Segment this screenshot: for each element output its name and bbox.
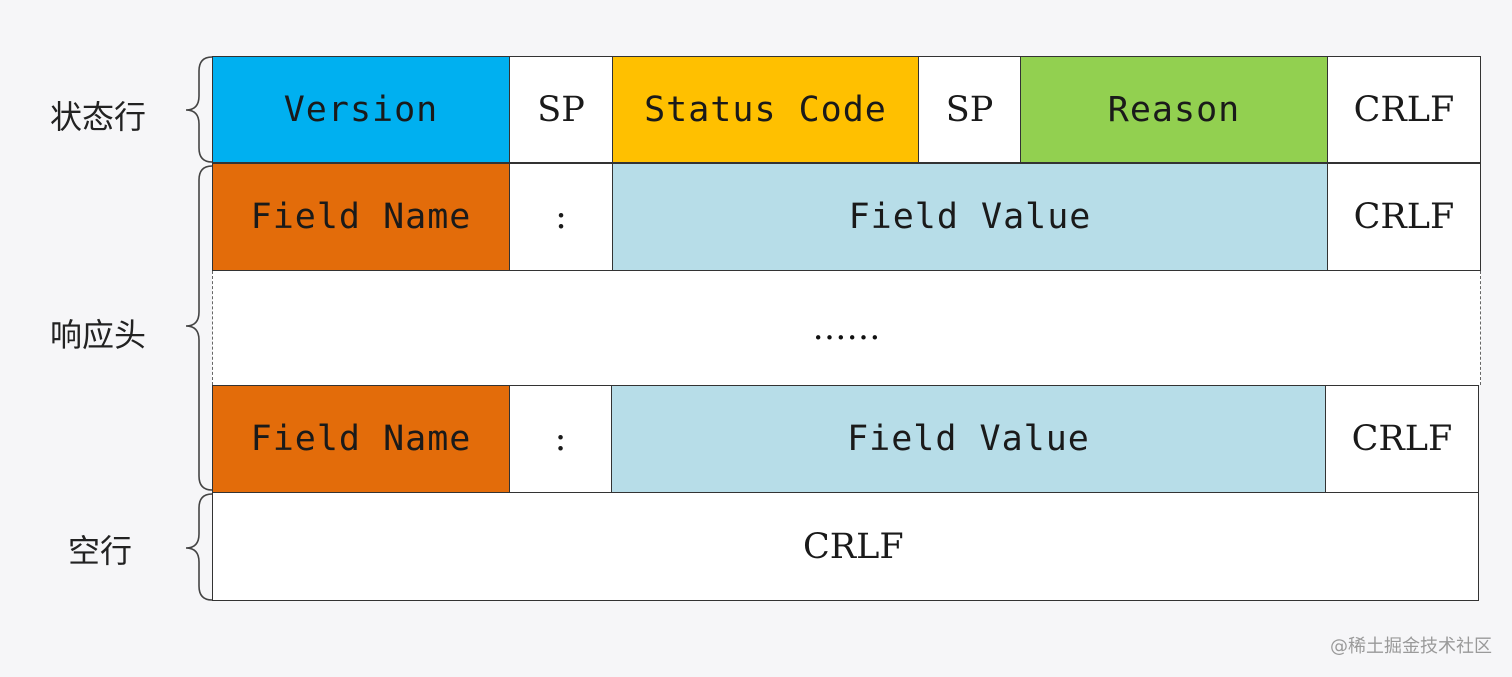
status-line-label: 状态行	[50, 98, 147, 136]
field-value-cell-2: Field Value	[611, 385, 1326, 493]
status-crlf-cell: CRLF	[1327, 56, 1481, 163]
blank-line-label: 空行	[68, 532, 133, 570]
sp-cell-2: SP	[918, 56, 1021, 163]
status-line-brace	[185, 56, 213, 163]
version-cell: Version	[212, 56, 510, 163]
field-value-cell-1: Field Value	[612, 163, 1328, 271]
ellipsis-row: ……	[212, 271, 1481, 385]
header-crlf-cell-2: CRLF	[1325, 385, 1479, 493]
colon-cell-1: :	[509, 163, 613, 271]
reason-cell: Reason	[1020, 56, 1328, 163]
colon-cell-2: :	[509, 385, 612, 493]
sp-cell-1: SP	[509, 56, 613, 163]
field-name-cell-2: Field Name	[212, 385, 510, 493]
field-name-cell-1: Field Name	[212, 163, 510, 271]
status-code-cell: Status Code	[612, 56, 919, 163]
blank-line-crlf-cell: CRLF	[212, 492, 1479, 601]
watermark: @稀土掘金技术社区	[1330, 636, 1492, 657]
headers-label: 响应头	[50, 316, 147, 354]
headers-brace	[185, 165, 213, 491]
blank-line-brace	[185, 493, 213, 601]
header-crlf-cell-1: CRLF	[1327, 163, 1481, 271]
